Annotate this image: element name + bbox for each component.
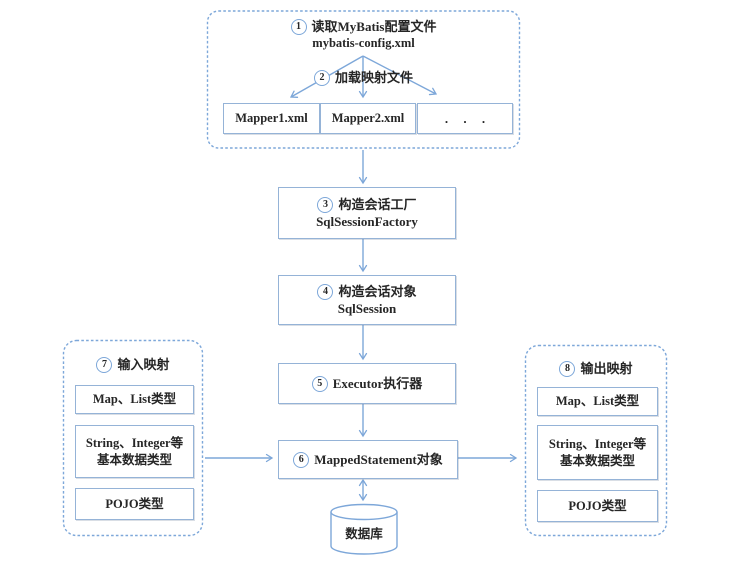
sqlsessionfactory-node: 3 构造会话工厂 SqlSessionFactory xyxy=(278,187,456,239)
mapper-ellipsis-label: . . . xyxy=(444,110,492,126)
step3-sublabel: SqlSessionFactory xyxy=(316,214,418,229)
mapper1-file-node: Mapper1.xml xyxy=(223,103,320,134)
step4-label: 构造会话对象 xyxy=(338,284,417,299)
input-panel-title: 7 输入映射 xyxy=(63,356,203,373)
output-panel-title: 8 输出映射 xyxy=(525,360,667,377)
executor-node: 5 Executor执行器 xyxy=(278,363,456,404)
input-group-border xyxy=(62,339,204,537)
database-node: 数据库 xyxy=(329,503,399,557)
database-cylinder-icon xyxy=(330,503,398,555)
database-label: 数据库 xyxy=(345,527,383,541)
input-type-primitive: String、Integer等 基本数据类型 xyxy=(75,425,194,478)
output-type-pojo: POJO类型 xyxy=(537,490,658,522)
step2-number-icon: 2 xyxy=(313,69,330,86)
output-type-map-list-label: Map、List类型 xyxy=(555,394,640,408)
step3-label: 构造会话工厂 xyxy=(338,197,417,212)
step1-label: 读取MyBatis配置文件 xyxy=(311,19,437,34)
step1-title: 1 读取MyBatis配置文件 xyxy=(207,18,520,35)
output-group-border xyxy=(524,344,668,537)
step5-number-icon: 5 xyxy=(311,375,328,392)
output-panel-label: 输出映射 xyxy=(580,361,633,376)
step5-label: Executor执行器 xyxy=(332,376,423,391)
input-type-primitive-label: String、Integer等 基本数据类型 xyxy=(85,435,184,467)
mapper1-label: Mapper1.xml xyxy=(235,111,308,125)
step2-title: 2 加载映射文件 xyxy=(207,69,520,86)
input-type-pojo: POJO类型 xyxy=(75,488,194,520)
step6-label: MappedStatement对象 xyxy=(314,452,443,467)
step6-number-icon: 6 xyxy=(293,451,310,468)
mapper2-file-node: Mapper2.xml xyxy=(320,103,416,134)
mapper-ellipsis-node: . . . xyxy=(417,103,513,134)
step4-sublabel: SqlSession xyxy=(337,301,397,316)
step8-number-icon: 8 xyxy=(559,360,576,377)
step7-number-icon: 7 xyxy=(96,356,113,373)
input-type-pojo-label: POJO类型 xyxy=(105,496,164,511)
output-type-primitive: String、Integer等 基本数据类型 xyxy=(537,425,658,480)
mappedstatement-node: 6 MappedStatement对象 xyxy=(278,440,458,479)
input-panel-label: 输入映射 xyxy=(117,357,170,372)
output-type-pojo-label: POJO类型 xyxy=(568,498,627,513)
input-type-map-list-label: Map、List类型 xyxy=(92,392,177,406)
output-type-map-list: Map、List类型 xyxy=(537,387,658,416)
config-file-name: mybatis-config.xml xyxy=(312,36,415,50)
step4-number-icon: 4 xyxy=(317,283,334,300)
mapper2-label: Mapper2.xml xyxy=(331,111,405,125)
step2-label: 加载映射文件 xyxy=(334,70,413,85)
output-type-primitive-label: String、Integer等 基本数据类型 xyxy=(548,436,647,468)
config-group-border xyxy=(206,10,521,149)
sqlsession-node: 4 构造会话对象 SqlSession xyxy=(278,275,456,325)
step3-number-icon: 3 xyxy=(317,196,334,213)
input-type-map-list: Map、List类型 xyxy=(75,385,194,414)
step1-number-icon: 1 xyxy=(290,18,307,35)
arrow-config-to-mapper3 xyxy=(362,55,438,96)
